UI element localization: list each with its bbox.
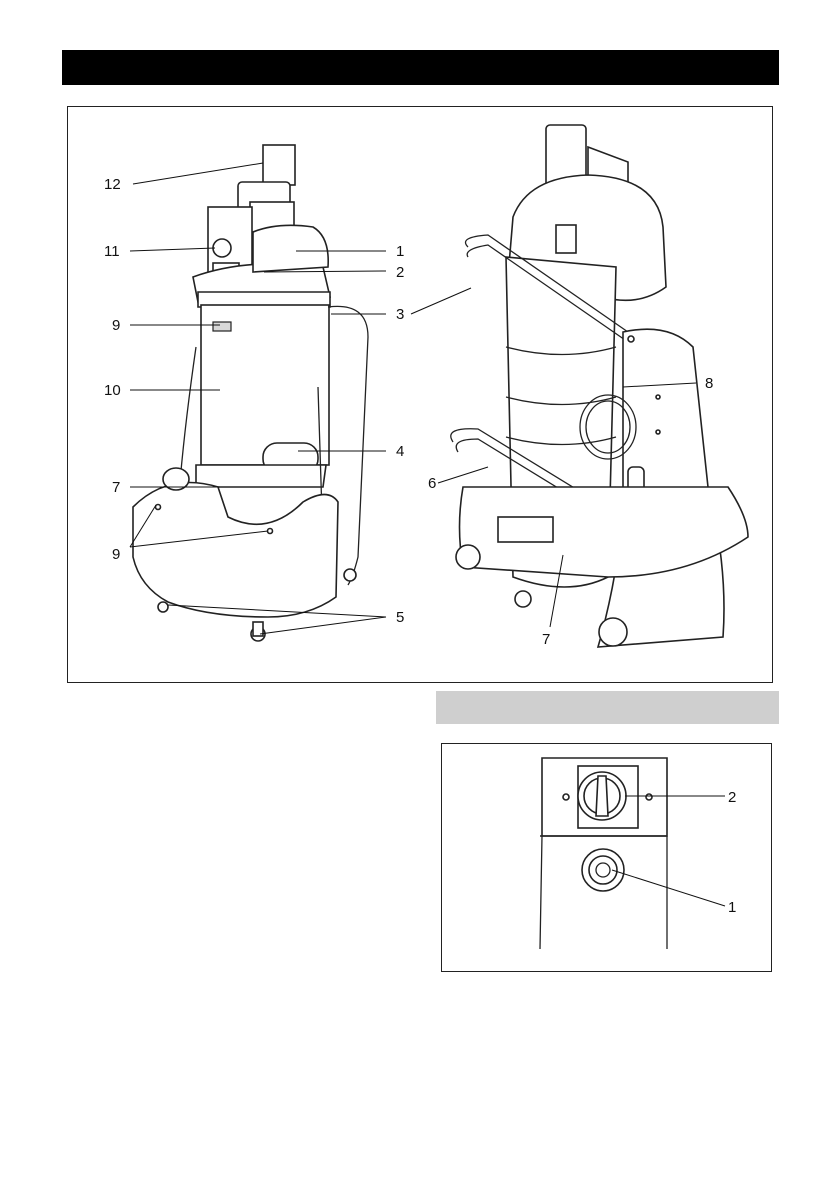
callout-11: 11 <box>104 243 120 260</box>
callout-2: 2 <box>396 264 404 281</box>
vacuum-illustration: 12 11 1 2 3 9 10 4 7 9 5 6 8 7 <box>68 107 774 684</box>
section-heading-bar <box>436 691 779 724</box>
control-panel-drawing <box>540 758 667 949</box>
callout-1: 1 <box>396 243 404 260</box>
callout-7-left: 7 <box>112 479 120 496</box>
callout-12: 12 <box>104 176 121 193</box>
panel-callout-2: 2 <box>728 789 736 806</box>
callout-9-bottom: 9 <box>112 546 120 563</box>
callout-8: 8 <box>705 375 713 392</box>
panel-callout-1: 1 <box>728 899 736 916</box>
main-figure: 12 11 1 2 3 9 10 4 7 9 5 6 8 7 <box>67 106 773 683</box>
callout-6: 6 <box>428 475 436 492</box>
callout-4: 4 <box>396 443 404 460</box>
right-vacuum-drawing <box>451 125 748 647</box>
left-vacuum-drawing <box>133 145 368 641</box>
callout-7-right: 7 <box>542 631 550 648</box>
control-panel-figure: 2 1 <box>441 743 772 972</box>
callout-5: 5 <box>396 609 404 626</box>
callout-10: 10 <box>104 382 121 399</box>
callout-9-top: 9 <box>112 317 120 334</box>
control-panel-illustration: 2 1 <box>442 744 773 973</box>
callout-3: 3 <box>396 306 404 323</box>
page-header-bar <box>62 50 779 85</box>
